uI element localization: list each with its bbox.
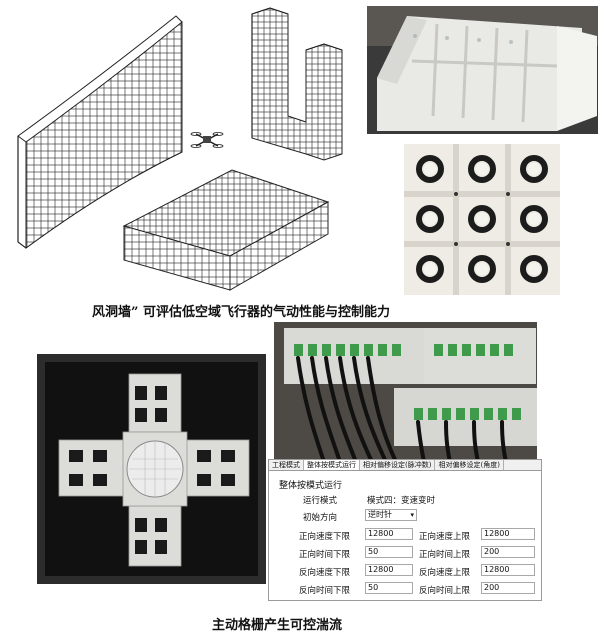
fan-wall-line-drawing	[17, 7, 343, 291]
run-mode-label: 运行模式	[303, 496, 338, 506]
rev-speed-max-input[interactable]: 12800	[481, 564, 535, 576]
curved-fan-wall	[17, 15, 183, 249]
u-shaped-fan-wall	[251, 7, 343, 161]
rev-time-max-input[interactable]: 200	[481, 582, 535, 594]
tab-bar: 工程模式 整体按模式运行 相对偏移设定(脉冲数) 相对偏移设定(角度)	[269, 460, 541, 471]
rev-speed-min-input[interactable]: 12800	[365, 564, 413, 576]
control-software-panel: 工程模式 整体按模式运行 相对偏移设定(脉冲数) 相对偏移设定(角度) 整体按模…	[268, 459, 542, 601]
rev-time-min-label: 反向时间下限	[299, 586, 351, 596]
fwd-speed-max-label: 正向速度上限	[419, 532, 471, 542]
fwd-speed-max-input[interactable]: 12800	[481, 528, 535, 540]
chevron-down-icon: ▾	[410, 511, 414, 519]
active-grille-photo	[37, 354, 266, 584]
init-direction-select[interactable]: 逆时针 ▾	[365, 509, 417, 521]
fwd-time-min-label: 正向时间下限	[299, 550, 351, 560]
fwd-time-max-input[interactable]: 200	[481, 546, 535, 558]
fwd-speed-min-label: 正向速度下限	[299, 532, 351, 542]
rev-speed-max-label: 反向速度上限	[419, 568, 471, 578]
fwd-speed-min-input[interactable]: 12800	[365, 528, 413, 540]
init-direction-value: 逆时针	[368, 510, 392, 519]
rev-speed-min-label: 反向速度下限	[299, 568, 351, 578]
drone-icon	[190, 132, 224, 148]
run-mode-value: 模式四：变速变时	[367, 496, 436, 506]
init-direction-label: 初始方向	[303, 513, 338, 523]
tab-overall-mode-run[interactable]: 整体按模式运行	[304, 460, 360, 470]
tab-offset-angle[interactable]: 相对偏移设定(角度)	[435, 460, 504, 470]
tab-engineering-mode[interactable]: 工程模式	[269, 460, 304, 470]
figure-caption-wind-wall: 风洞墙” 可评估低空域飞行器的气动性能与控制能力	[92, 305, 391, 320]
rev-time-max-label: 反向时间上限	[419, 586, 471, 596]
control-rack-photo	[274, 322, 537, 462]
group-title: 整体按模式运行	[279, 481, 343, 491]
rev-time-min-input[interactable]: 50	[365, 582, 413, 594]
fan-module-photo	[367, 6, 598, 134]
fwd-time-min-input[interactable]: 50	[365, 546, 413, 558]
fwd-time-max-label: 正向时间上限	[419, 550, 471, 560]
tab-offset-pulses[interactable]: 相对偏移设定(脉冲数)	[360, 460, 436, 470]
floor-fan-array	[122, 169, 330, 291]
figure-caption-active-grille: 主动格栅产生可控湍流	[212, 618, 343, 633]
fan-grid-closeup-photo	[404, 144, 560, 295]
